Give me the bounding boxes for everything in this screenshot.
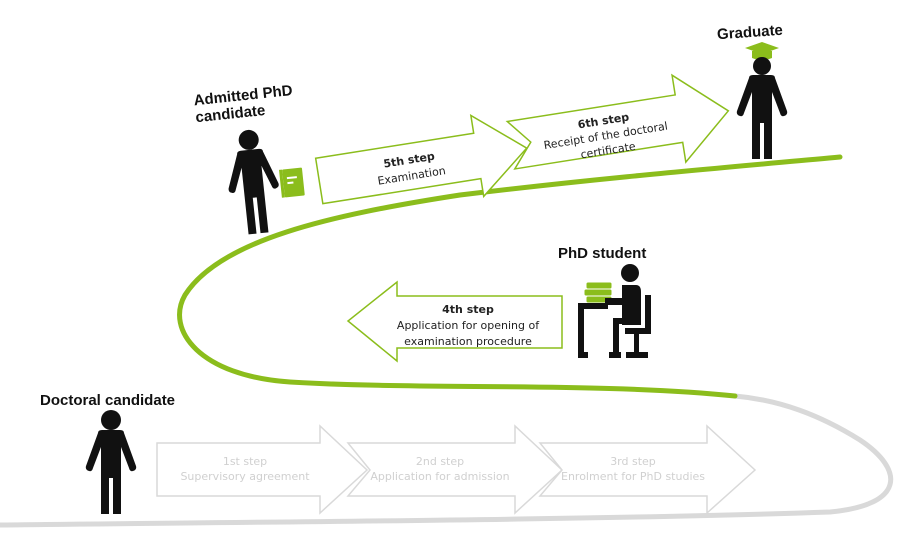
path-inactive-segment bbox=[0, 393, 894, 528]
person-with-graduation-cap-icon bbox=[736, 42, 788, 159]
person-with-book-icon bbox=[228, 129, 305, 235]
graduation-cap-icon bbox=[745, 42, 779, 60]
step-3-number: 3rd step bbox=[610, 455, 656, 468]
doctoral-candidate-label: Doctoral candidate bbox=[40, 392, 175, 409]
step-1-number: 1st step bbox=[223, 455, 267, 468]
person-standing-icon bbox=[85, 410, 137, 514]
step-1-description: Supervisory agreement bbox=[180, 470, 310, 483]
books-icon bbox=[583, 281, 613, 304]
step-6-arrow[interactable]: 6th step Receipt of the doctoral certifi… bbox=[504, 67, 735, 188]
phd-student-label: PhD student bbox=[558, 245, 646, 262]
book-icon bbox=[279, 167, 305, 198]
step-1-arrow[interactable]: 1st step Supervisory agreement bbox=[156, 424, 369, 515]
step-4-description-line-2: examination procedure bbox=[404, 335, 532, 348]
step-2-description: Application for admission bbox=[370, 470, 509, 483]
step-4-description-line-1: Application for opening of bbox=[397, 319, 540, 332]
step-5-arrow[interactable]: 5th step Examination bbox=[313, 108, 533, 222]
person-studying-at-desk-icon bbox=[578, 264, 651, 358]
graduate-label: Graduate bbox=[717, 22, 784, 44]
step-4-arrow[interactable]: 4th step Application for opening of exam… bbox=[346, 280, 563, 363]
step-2-number: 2nd step bbox=[416, 455, 464, 468]
path-active-segment bbox=[177, 154, 843, 399]
step-2-arrow[interactable]: 2nd step Application for admission bbox=[346, 424, 564, 515]
step-3-arrow[interactable]: 3rd step Enrolment for PhD studies bbox=[538, 424, 757, 515]
step-3-description: Enrolment for PhD studies bbox=[561, 470, 705, 483]
step-4-number: 4th step bbox=[442, 303, 494, 316]
